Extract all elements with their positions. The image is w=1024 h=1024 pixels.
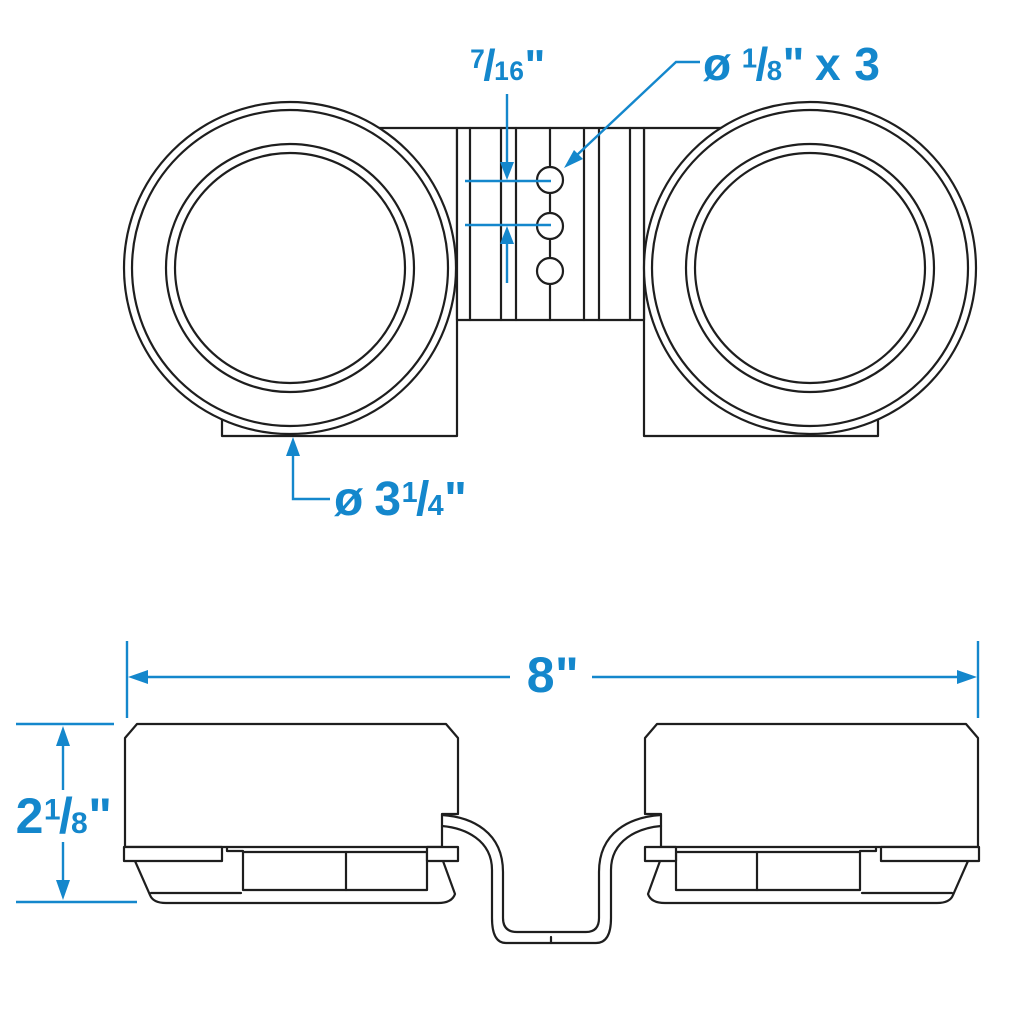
overall-width-label: 8" — [527, 650, 580, 700]
hole-diameter-leader — [564, 60, 700, 168]
arrowhead-right-icon — [957, 670, 977, 684]
arrowhead-up-icon — [500, 226, 514, 244]
fraction-numerator: 1 — [741, 42, 758, 74]
overall-width-dimension — [125, 641, 980, 718]
cup-left-rim-inner-edge — [130, 108, 450, 428]
diameter-symbol: ø — [334, 473, 364, 526]
cup-right-bore-inner — [693, 151, 927, 385]
fraction-numerator: 1 — [401, 477, 419, 510]
width-value: 8 — [526, 647, 556, 703]
overall-height-label: 21/8" — [16, 791, 113, 841]
cup-right-bore-outer — [684, 142, 936, 394]
cup-diameter-leader — [286, 437, 330, 501]
unit-mark: " — [555, 647, 580, 703]
fraction-numerator: 1 — [43, 793, 62, 827]
drain-tub-outline — [133, 859, 457, 905]
arrowhead-down-icon — [56, 880, 70, 900]
top-view — [122, 60, 978, 501]
hole-spacing-label: 7/16" — [470, 44, 546, 88]
cup-right-rim-inner-edge — [650, 108, 970, 428]
hole-spacing-dimension — [465, 94, 551, 283]
fraction-denominator: 4 — [427, 490, 445, 522]
fraction-denominator: 8 — [71, 807, 89, 840]
arrowhead-up-icon — [56, 726, 70, 746]
arrowhead-down-icon — [500, 162, 514, 180]
lip-step — [225, 845, 245, 853]
hole-count-text: x 3 — [815, 38, 881, 90]
under-tray — [241, 850, 429, 892]
arrowhead-left-icon — [128, 670, 148, 684]
overall-height-dimension — [16, 722, 137, 904]
cup-right-outer-rim — [642, 100, 978, 436]
cup-left-outer-rim — [122, 100, 458, 436]
unit-mark: " — [88, 788, 113, 844]
cup-left-bore-inner — [173, 151, 407, 385]
cup-left-top — [122, 100, 458, 436]
arrowhead-up-icon — [286, 437, 300, 456]
whole-number: 3 — [374, 473, 402, 526]
bottom-lip-left — [122, 845, 224, 863]
arrowhead-diagonal-icon — [564, 150, 583, 168]
cup-body — [123, 722, 460, 849]
cup-left-bore-outer — [164, 142, 416, 394]
cup-side-profile-mirrored — [643, 722, 981, 905]
fraction-slash: / — [483, 41, 497, 90]
whole-number: 2 — [15, 788, 44, 844]
bottom-lip-tab — [425, 845, 460, 863]
fraction-numerator: 7 — [470, 44, 486, 75]
unit-mark: " — [782, 38, 805, 90]
fraction-denominator: 8 — [766, 55, 783, 86]
fraction-denominator: 16 — [494, 56, 525, 86]
fraction-slash: / — [755, 38, 769, 90]
cup-side-profile — [122, 722, 460, 905]
unit-mark: " — [444, 473, 468, 526]
unit-mark: " — [524, 41, 546, 90]
screw-holes — [535, 165, 565, 286]
diameter-symbol: ø — [703, 38, 732, 90]
fraction-slash: / — [58, 788, 74, 844]
side-view — [16, 641, 981, 945]
connecting-strap — [440, 813, 663, 945]
fraction-slash: / — [415, 473, 430, 526]
screw-hole-3 — [535, 256, 565, 286]
cup-right-top — [642, 100, 978, 436]
